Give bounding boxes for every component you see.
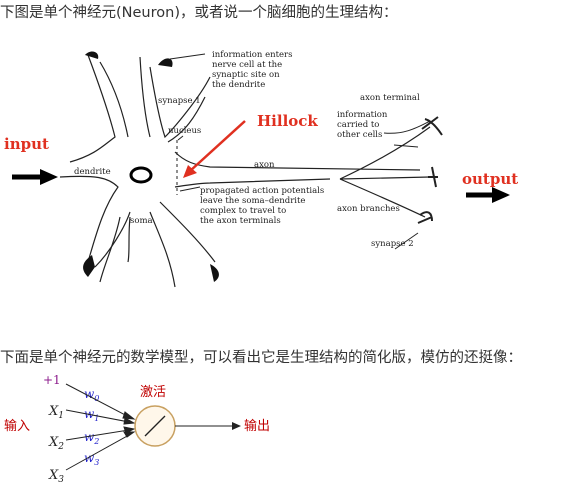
input-arrowhead	[40, 169, 58, 185]
nucleus-shape	[129, 166, 153, 184]
w0-label: w0	[84, 387, 99, 403]
math-model-paragraph: 下面是单个神经元的数学模型，可以看出它是生理结构的简化版，模仿的还挺像：	[0, 350, 522, 366]
x1-label: X1	[48, 404, 64, 421]
x3-label: X3	[48, 468, 64, 485]
input-arrows	[65, 383, 136, 471]
synapse1-label: synapse 1	[158, 96, 201, 106]
info-carried-line-3: other cells	[337, 130, 382, 140]
info-enters-line-4: the dendrite	[212, 80, 265, 90]
synapse-knobs	[83, 51, 219, 282]
axon-branches-label: axon branches	[337, 204, 400, 214]
nucleus-label: nucleus	[168, 126, 201, 136]
hillock-arrow-line	[189, 120, 246, 172]
activation-slash	[144, 415, 166, 437]
w2-label: w2	[84, 430, 99, 446]
synapse2-label: synapse 2	[371, 239, 414, 249]
axon-label: axon	[254, 160, 275, 170]
axon-shape	[339, 126, 431, 218]
propagated-line-4: the axon terminals	[200, 216, 281, 226]
info-enters-line-2: nerve cell at the	[212, 60, 282, 70]
dendrite-label: dendrite	[74, 167, 111, 177]
info-carried-line-2: carried to	[337, 120, 379, 130]
axon-terminal-label: axon terminal	[360, 93, 420, 103]
soma-label: soma	[130, 216, 153, 226]
output-arrowhead	[492, 187, 510, 203]
input-label: input	[4, 135, 49, 153]
propagated-line-3: complex to travel to	[200, 206, 286, 216]
info-carried-line-1: information	[337, 110, 388, 120]
activation-label: 激活	[140, 385, 166, 400]
x2-label: X2	[48, 435, 64, 452]
axon-terminals	[417, 116, 443, 224]
neuron-soma	[59, 54, 421, 288]
neuron-diagram: input output	[0, 37, 578, 337]
hillock-label: Hillock	[257, 112, 318, 130]
hillock-arrowhead	[183, 165, 197, 178]
info-enters-line-3: synaptic site on	[212, 70, 280, 80]
intro-paragraph: 下图是单个神经元(Neuron)，或者说一个脑细胞的生理结构：	[0, 5, 398, 21]
annotation-pointers	[169, 53, 431, 250]
output-arrowhead-small	[232, 422, 241, 430]
info-enters-line-1: information enters	[212, 50, 292, 60]
propagated-line-2: leave the soma–dendrite	[200, 196, 305, 206]
input-label-cn: 输入	[4, 418, 30, 434]
bias-label: +1	[43, 373, 61, 387]
w3-label: w3	[84, 451, 99, 467]
output-label: output	[462, 170, 518, 188]
output-label-cn: 输出	[244, 418, 270, 434]
propagated-line-1: propagated action potentials	[200, 186, 324, 196]
math-model-diagram: +1 X1 X2 X3 w0 w1 w2 w3 输入 激活 输出	[4, 373, 270, 485]
